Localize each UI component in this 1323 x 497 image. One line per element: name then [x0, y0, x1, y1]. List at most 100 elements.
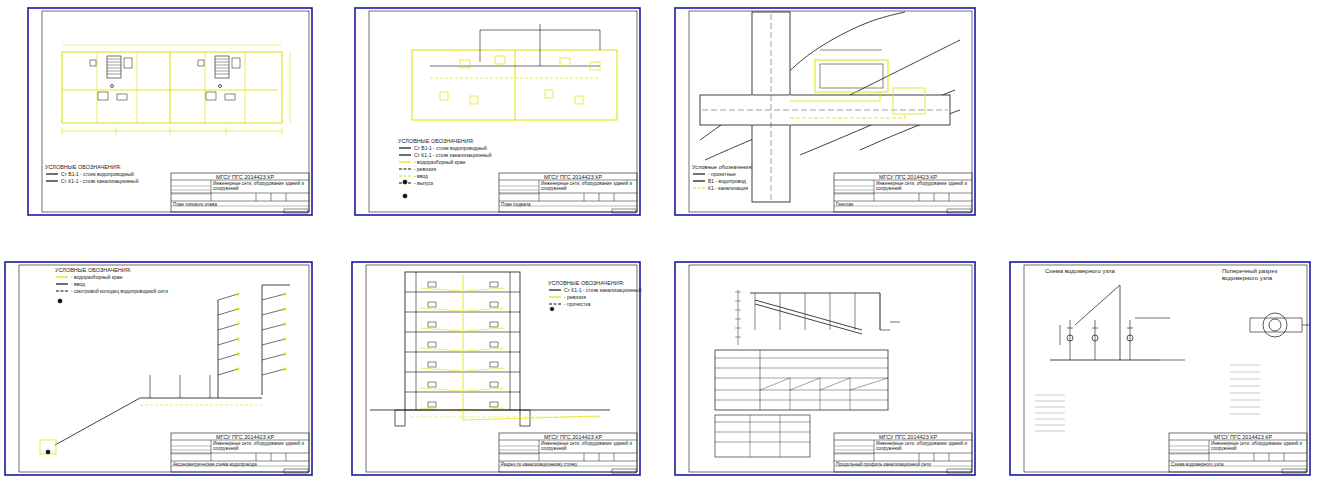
drawing-line [1230, 414, 1260, 415]
drawing-line [262, 369, 285, 375]
legend-line [549, 289, 561, 290]
drawing-line [715, 390, 888, 391]
drawing-rect [90, 60, 96, 66]
legend-line [693, 173, 705, 174]
drawing-line [1075, 285, 1120, 325]
drawing-line [1269, 453, 1270, 461]
drawing-rect [490, 302, 498, 307]
drawing-line [820, 378, 821, 410]
drawing-symbol [237, 323, 239, 325]
drawing-symbol [550, 307, 554, 311]
drawing-rect [352, 262, 640, 475]
drawing-line [1135, 318, 1170, 319]
drawing-rect [19, 265, 309, 472]
title-block-text: МГСУ ПГС 2014423 КР [879, 174, 937, 180]
legend-line [56, 276, 68, 277]
legend-item: Ст В1-1 - стояк водопроводный [45, 171, 134, 177]
drawing-rect [1250, 318, 1302, 332]
drawing-line [738, 290, 739, 345]
title-block-text: План подвала [501, 203, 531, 208]
drawing-rect [5, 262, 312, 475]
drawing-line [830, 293, 831, 330]
drawing-line [755, 300, 862, 330]
title-block-text: Инженерные сети, оборудование зданий и с… [1211, 441, 1305, 451]
drawing-line [1092, 328, 1098, 329]
title-block-text: План типового этажа [173, 203, 217, 208]
drawing-line [715, 378, 888, 379]
legend-swatch [548, 294, 562, 300]
drawing-rect [366, 265, 637, 472]
drawing-rect [198, 60, 204, 66]
drawing-line [949, 453, 950, 461]
drawing-line [499, 194, 539, 195]
legend-swatch [398, 173, 412, 179]
drawing-symbol [284, 293, 286, 295]
drawing-line [171, 440, 309, 441]
drawing-line [262, 285, 290, 286]
drawing-line [750, 293, 880, 294]
drawing-line [262, 294, 285, 300]
drawing-line [420, 388, 462, 391]
drawing-line [1095, 320, 1096, 360]
drawing-line [1169, 461, 1307, 462]
drawing-line [789, 95, 790, 125]
drawing-line [834, 454, 874, 455]
drawing-rect [62, 52, 282, 123]
drawing-rect [460, 60, 470, 68]
drawing-line [715, 422, 810, 423]
drawing-line [540, 24, 541, 66]
drawing-line [262, 309, 285, 315]
drawing-line [820, 378, 850, 390]
drawing-line [1230, 407, 1260, 408]
drawing-line [1302, 325, 1310, 326]
drawing-line [735, 310, 741, 311]
legend-line [399, 175, 411, 176]
drawing-line [1254, 453, 1255, 461]
drawing-rect [42, 11, 309, 212]
legend-line [399, 147, 411, 148]
drawing-rect [428, 382, 436, 387]
drawing-rect [107, 56, 121, 78]
drawing-rect [369, 11, 637, 212]
drawing-line [584, 193, 585, 201]
legend-item: - ввод [398, 173, 428, 179]
drawing-rect [947, 469, 971, 473]
drawing-rect [1024, 265, 1307, 472]
legend-text: - смотровой колодец водопроводной сети [71, 288, 168, 294]
drawing-line [465, 308, 505, 311]
drawing-line [245, 52, 246, 123]
drawing-line [171, 450, 211, 451]
drawing-line [790, 92, 880, 101]
drawing-rect [590, 62, 600, 70]
drawing-line [499, 186, 539, 187]
title-block-text: Инженерные сети, оборудование зданий и с… [213, 441, 307, 451]
drawing-line [107, 71, 121, 72]
drawing-line [1169, 446, 1209, 447]
drawing-symbol [46, 450, 50, 454]
drawing-line [465, 288, 505, 291]
drawing-rect [495, 56, 505, 64]
drawing-line [760, 350, 761, 410]
drawing-line [62, 45, 282, 46]
drawing-rect [98, 92, 108, 100]
drawing-line [218, 294, 238, 300]
drawing-line [218, 354, 238, 360]
drawing-line [286, 193, 287, 201]
drawing-line [834, 193, 972, 194]
heading-text: УСЛОВНЫЕ ОБОЗНАЧЕНИЯ: [45, 164, 121, 170]
drawing-rect [490, 282, 498, 287]
drawing-line [116, 127, 117, 135]
drawing-line [107, 59, 121, 60]
legend-line [549, 296, 561, 297]
drawing-rect [675, 262, 975, 475]
legend-line [399, 154, 411, 155]
drawing-line [1035, 407, 1065, 408]
drawing-line [1160, 360, 1185, 361]
drawing-line [850, 378, 888, 390]
legend-swatch [398, 180, 412, 186]
legend-line [56, 290, 68, 291]
legend-item: К1 - канализация [692, 185, 748, 191]
drawing-line [405, 292, 520, 293]
drawing-symbol [403, 194, 407, 198]
drawing-line [919, 453, 920, 461]
